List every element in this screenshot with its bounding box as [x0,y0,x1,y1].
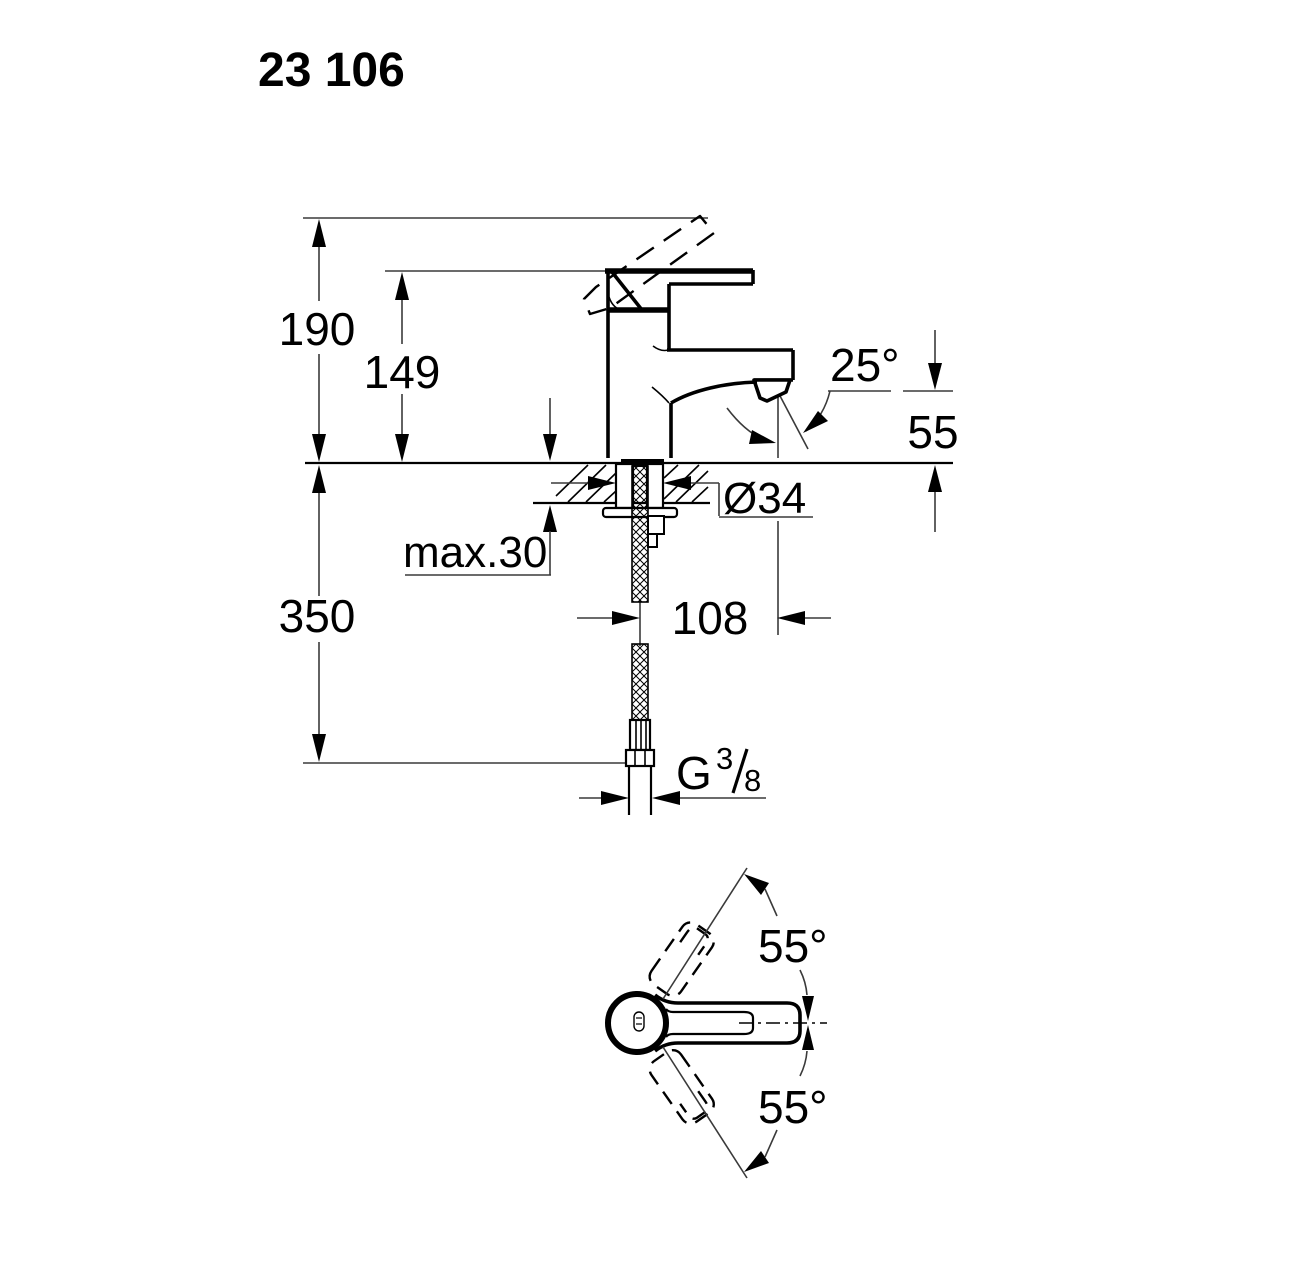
dim-label-o34: Ø34 [723,474,806,523]
dim-55deg-lower: 55° [744,1025,828,1172]
dim-55: 55 [907,330,959,532]
dim-190: 190 [279,219,356,462]
dim-o34: Ø34 [551,474,813,523]
dim-label-55deg-upper: 55° [758,920,828,972]
dim-max30: max.30 [403,398,557,577]
dim-label-108: 108 [672,592,749,644]
thread-label-numerator: 3 [716,741,733,776]
aerator [752,378,792,403]
thread-fraction-slash [731,748,749,794]
angle-ray-upper [662,867,748,1000]
drawing-title: 23 106 [258,44,405,97]
dim-108: 108 [577,592,831,644]
braided-hose [624,465,656,815]
dim-label-350: 350 [279,590,356,642]
dim-label-25deg: 25° [830,339,900,391]
thread-label-g: G [676,747,712,799]
dim-label-149: 149 [364,346,441,398]
dim-25deg: 25° [726,339,900,444]
angle-ray-lower [662,1046,748,1179]
dim-label-55deg-lower: 55° [758,1081,828,1133]
hex-nut [624,748,656,768]
dim-55deg-upper: 55° [744,874,828,1021]
handle-swing-upper-dashed [648,921,715,998]
dim-149: 149 [364,272,441,462]
handle-swing-lower-dashed [648,1048,715,1125]
dim-label-190: 190 [279,303,356,355]
logo-mark [633,1011,645,1032]
handle-raised-dashed [582,214,716,316]
ferrule [628,718,652,752]
dim-g38: G 3 8 [579,741,766,805]
bottom-view: 55° 55° [605,867,828,1179]
tail-pipe [627,766,653,815]
handle-lever-top [653,993,827,1053]
dim-label-55: 55 [907,406,958,458]
faucet-body-top [605,991,669,1055]
dim-350: 350 [279,465,356,762]
thread-label-denominator: 8 [744,763,761,798]
reference-lines [303,217,953,764]
dim-label-max30: max.30 [403,528,547,577]
side-view: 190 149 350 55 [279,214,959,815]
shank-fitting [647,515,665,535]
